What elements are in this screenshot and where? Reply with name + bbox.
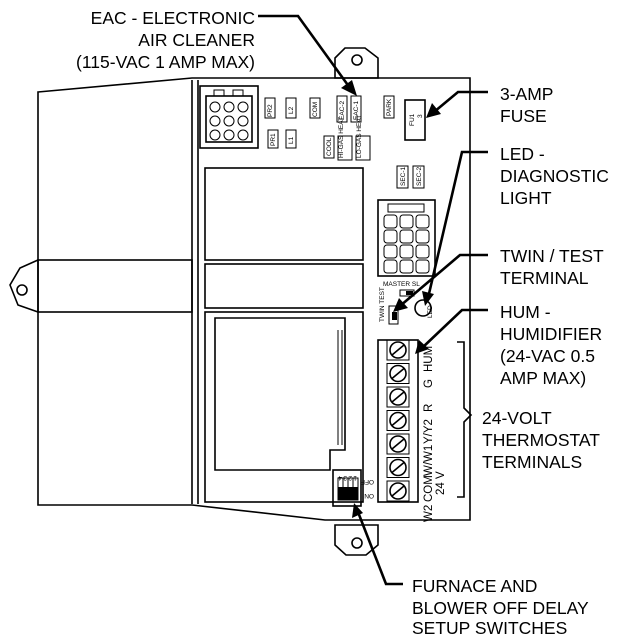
twin-test-terminal: TWIN TEST bbox=[379, 287, 399, 325]
terminal-screw bbox=[386, 363, 410, 384]
label-eac-2: EAC-2 bbox=[339, 100, 346, 120]
dip-num-2: 2 bbox=[348, 474, 352, 481]
led-callout-line-2: DIAGNOSTIC bbox=[500, 166, 609, 186]
dip-num-4: 4 bbox=[338, 474, 342, 481]
thermostat-brace bbox=[457, 341, 473, 498]
power-connector bbox=[199, 85, 259, 149]
term-r: R bbox=[423, 404, 435, 412]
led-callout-line-1: LED - bbox=[500, 144, 545, 164]
terminal-screw bbox=[386, 386, 410, 408]
fuse: FU1 3 bbox=[404, 99, 426, 141]
label-cool: COOL bbox=[326, 137, 333, 156]
sec-terminals: SEC-1 SEC-2 bbox=[396, 165, 425, 189]
label-l1: L1 bbox=[288, 136, 295, 144]
switches-callout-line-2: BLOWER OFF DELAY bbox=[412, 598, 589, 618]
label-eac-1: EAC-1 bbox=[353, 100, 360, 120]
thermostat-callout-line-1: 24-VOLT bbox=[482, 408, 552, 428]
led-callout-line-3: LIGHT bbox=[500, 188, 552, 208]
label-pr2: PR2 bbox=[267, 104, 274, 117]
twin-callout-line-1: TWIN / TEST bbox=[500, 246, 604, 266]
label-lo-gas-heat: LO-GAS HEAT bbox=[356, 115, 363, 158]
fuse-callout-line-2: FUSE bbox=[500, 106, 547, 126]
leader-lines bbox=[258, 14, 488, 586]
thermostat-callout-line-2: THERMOSTAT bbox=[482, 430, 600, 450]
hum-callout-line-2: HUMIDIFIER bbox=[500, 324, 602, 344]
hum-callout-line-1: HUM - bbox=[500, 302, 551, 322]
label-master-sl: MASTER SL bbox=[383, 281, 420, 288]
term-com: COM bbox=[423, 475, 435, 502]
label-fu1-value: 3 bbox=[417, 114, 424, 118]
term-hum: HUM bbox=[423, 346, 435, 372]
label-fu1: FU1 bbox=[409, 113, 416, 126]
fuse-callout-line-1: 3-AMP bbox=[500, 84, 553, 104]
switches-callout-line-1: FURNACE AND bbox=[412, 576, 537, 596]
dip-on: ON bbox=[364, 492, 374, 499]
term-w-w1: W/W1 bbox=[423, 445, 435, 476]
hum-callout-line-3: (24-VAC 0.5 bbox=[500, 346, 595, 366]
thermostat-callout-line-3: TERMINALS bbox=[482, 452, 582, 472]
twelve-pin-connector: MASTER SL bbox=[377, 199, 436, 297]
eac-callout-line-1: EAC - ELECTRONIC bbox=[91, 8, 255, 28]
terminal-screw bbox=[386, 339, 410, 361]
label-pr1: PR1 bbox=[270, 133, 277, 146]
term-w2: W2 bbox=[423, 505, 435, 522]
label-led: LED bbox=[427, 305, 434, 318]
eac-callout-line-3: (115-VAC 1 AMP MAX) bbox=[76, 52, 255, 72]
terminal-screw bbox=[386, 433, 410, 455]
eac-callout-line-2: AIR CLEANER bbox=[138, 30, 255, 50]
quick-connect-terminals: PR2 L2 COM EAC-2 EAC-1 PARK PR1 L1 COOL … bbox=[264, 95, 395, 161]
label-sec-1: SEC-1 bbox=[400, 166, 407, 186]
term-g: G bbox=[423, 379, 435, 388]
terminal-screw bbox=[386, 480, 410, 502]
label-twin-test: TWIN TEST bbox=[379, 287, 386, 322]
label-sec-2: SEC-2 bbox=[416, 166, 423, 186]
label-hi-gas-heat: HI-GAS HEAT bbox=[338, 117, 345, 158]
label-park: PARK bbox=[386, 98, 393, 116]
terminal-screw bbox=[386, 457, 410, 478]
term-24v: 24 V bbox=[435, 471, 447, 495]
hum-callout-line-4: AMP MAX) bbox=[500, 368, 586, 388]
dip-off: OFF bbox=[361, 478, 374, 485]
terminal-screw bbox=[386, 410, 410, 431]
dip-num-1: 1 bbox=[353, 474, 357, 481]
twin-callout-line-2: TERMINAL bbox=[500, 268, 589, 288]
switches-callout-line-3: SETUP SWITCHES bbox=[412, 618, 567, 637]
setup-dip-switches: 4 3 2 1 OFF ON bbox=[332, 469, 374, 507]
label-com: COM bbox=[312, 102, 319, 117]
label-l2: L2 bbox=[288, 106, 295, 114]
callouts: EAC - ELECTRONIC AIR CLEANER (115-VAC 1 … bbox=[76, 8, 609, 637]
board-housing bbox=[9, 47, 471, 556]
dip-num-3: 3 bbox=[343, 474, 347, 481]
term-y-y2: Y/Y2 bbox=[423, 419, 435, 444]
diagnostic-led: LED bbox=[414, 299, 434, 318]
thermostat-terminal-block: HUM G R Y/Y2 W/W1 COM W2 24 V bbox=[377, 339, 447, 522]
